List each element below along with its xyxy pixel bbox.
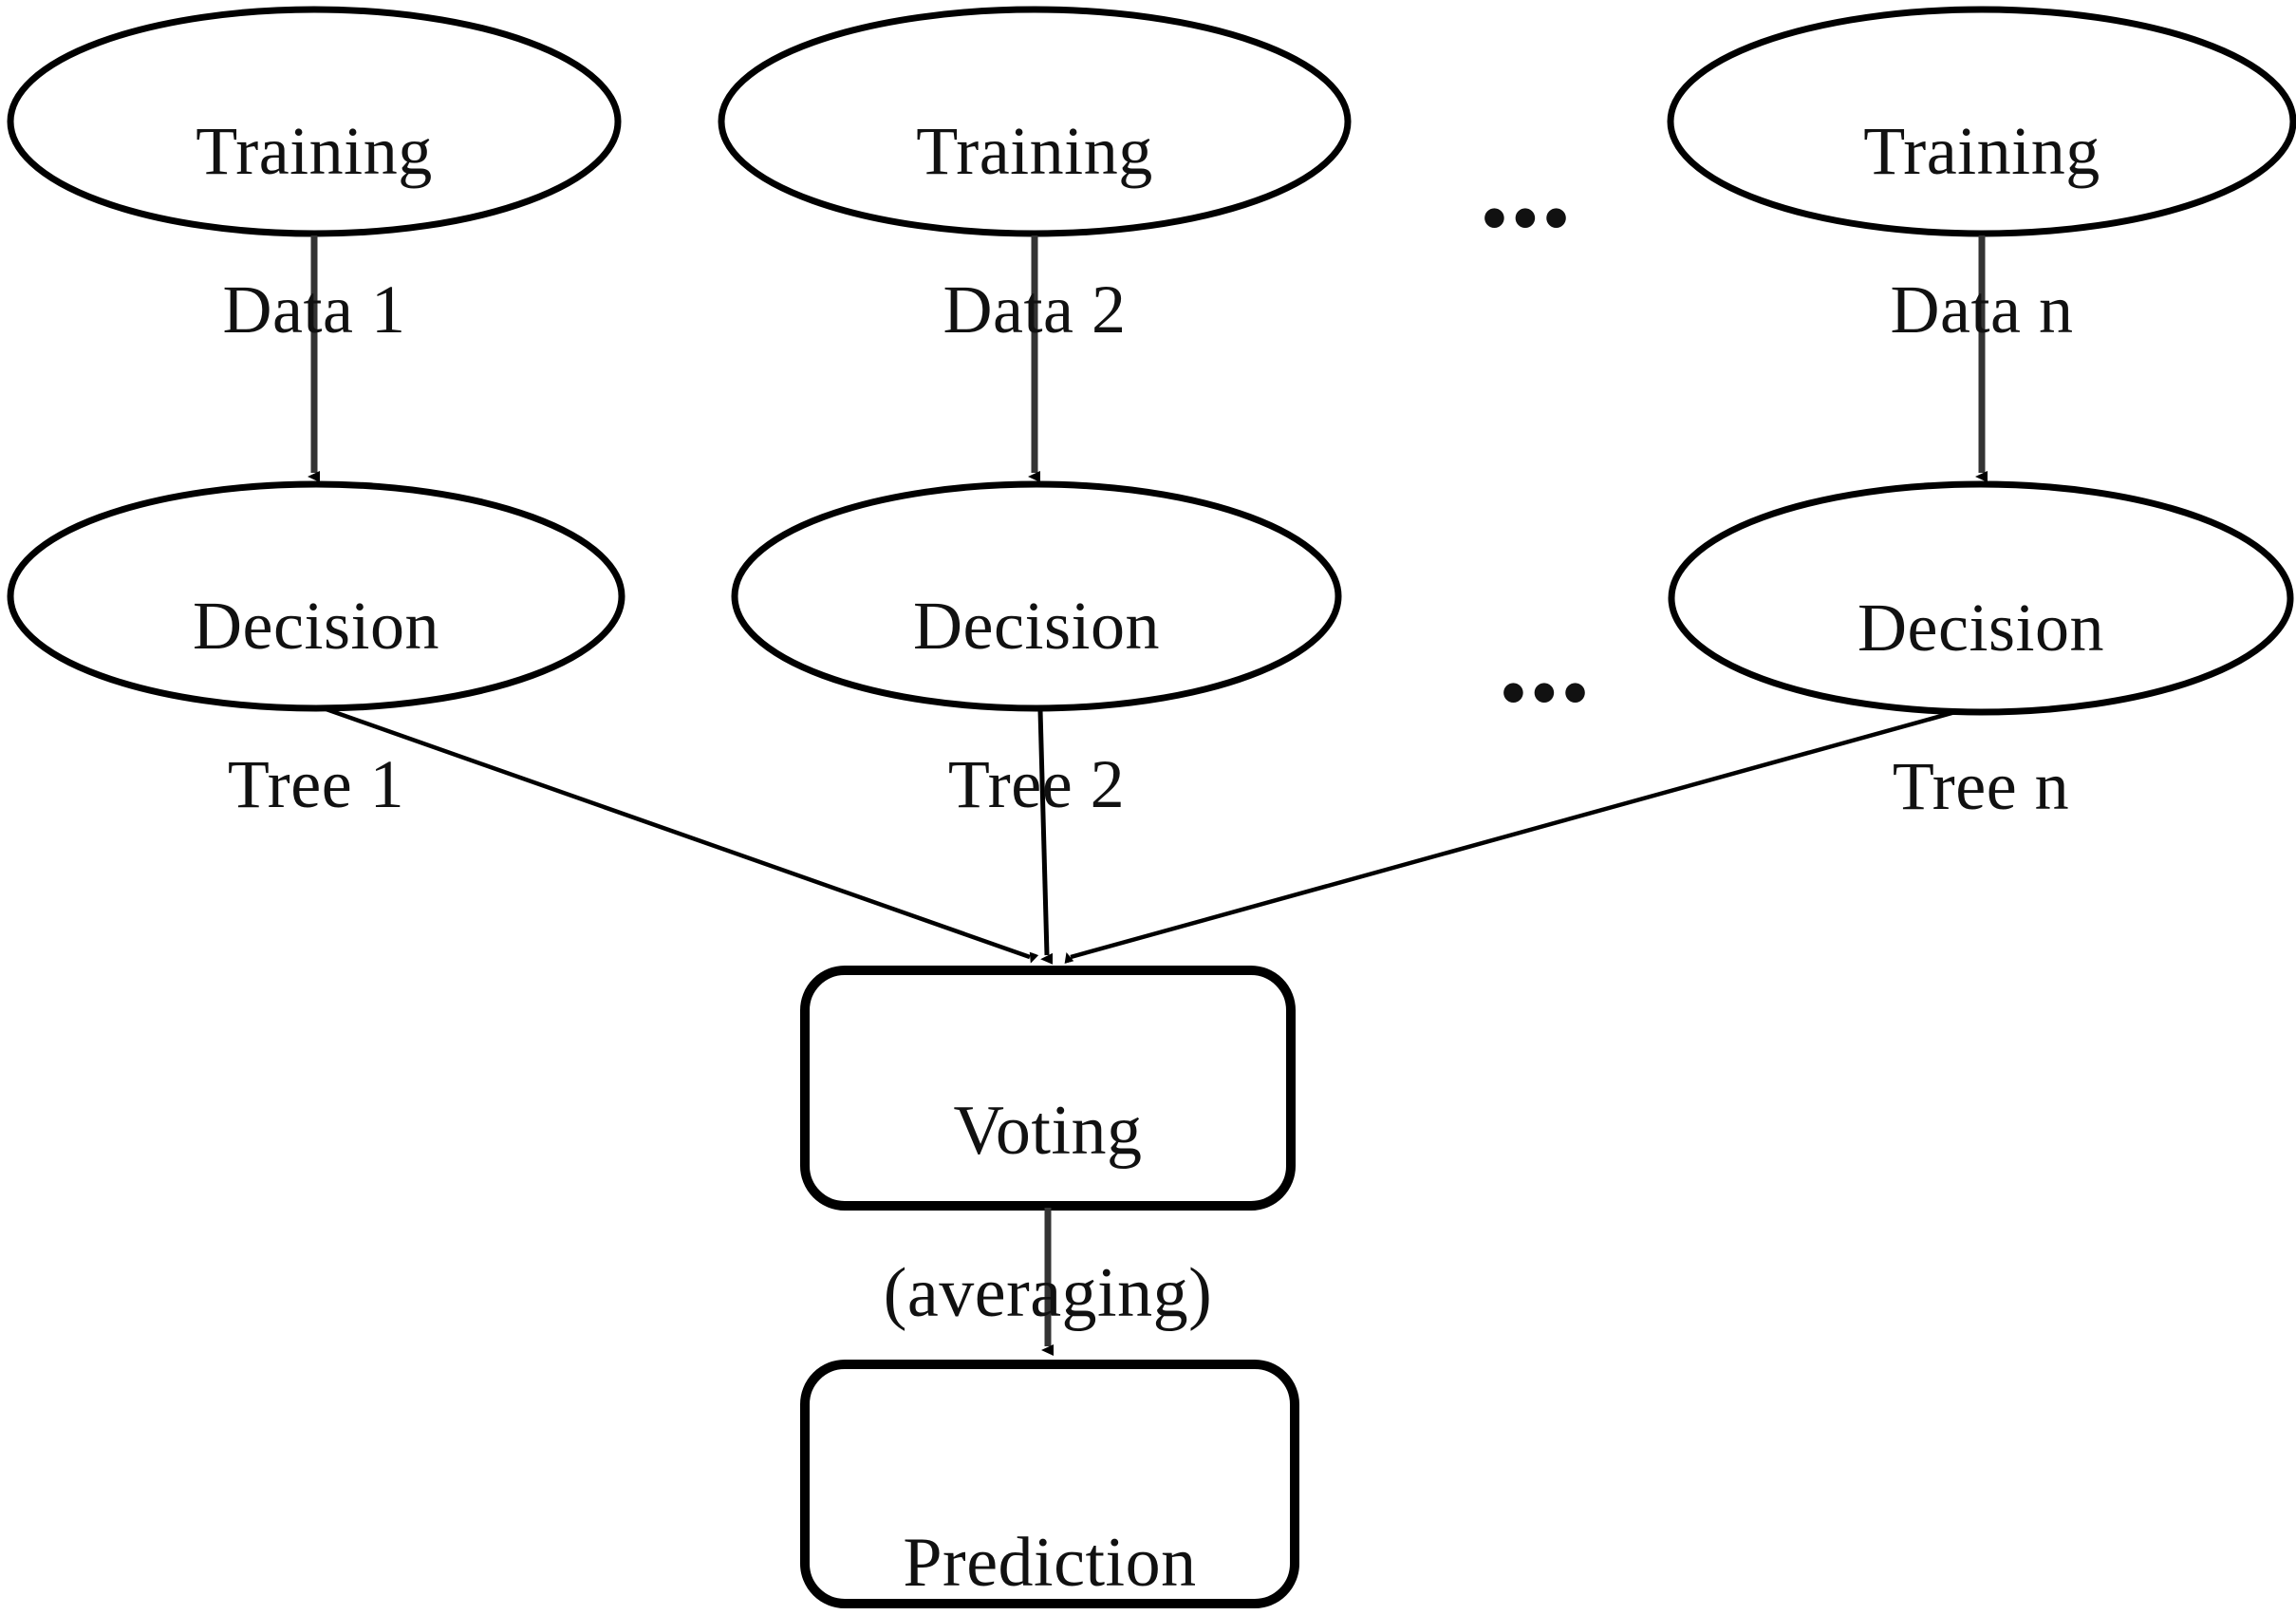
training-data-2-ellipse (718, 6, 1352, 237)
training-data-n-ellipse (1667, 6, 2296, 237)
decision-tree-1-ellipse (7, 480, 625, 712)
arrow-treen-to-voting (1064, 709, 1956, 964)
arrow-tree2-to-voting (1037, 709, 1054, 965)
prediction-box (800, 1360, 1299, 1608)
decision-tree-2-ellipse (731, 480, 1342, 712)
training-data-1-ellipse (7, 6, 622, 237)
decision-tree-n-ellipse (1668, 480, 2294, 716)
voting-box (800, 966, 1296, 1211)
arrow-tree1-to-voting (320, 704, 1039, 964)
